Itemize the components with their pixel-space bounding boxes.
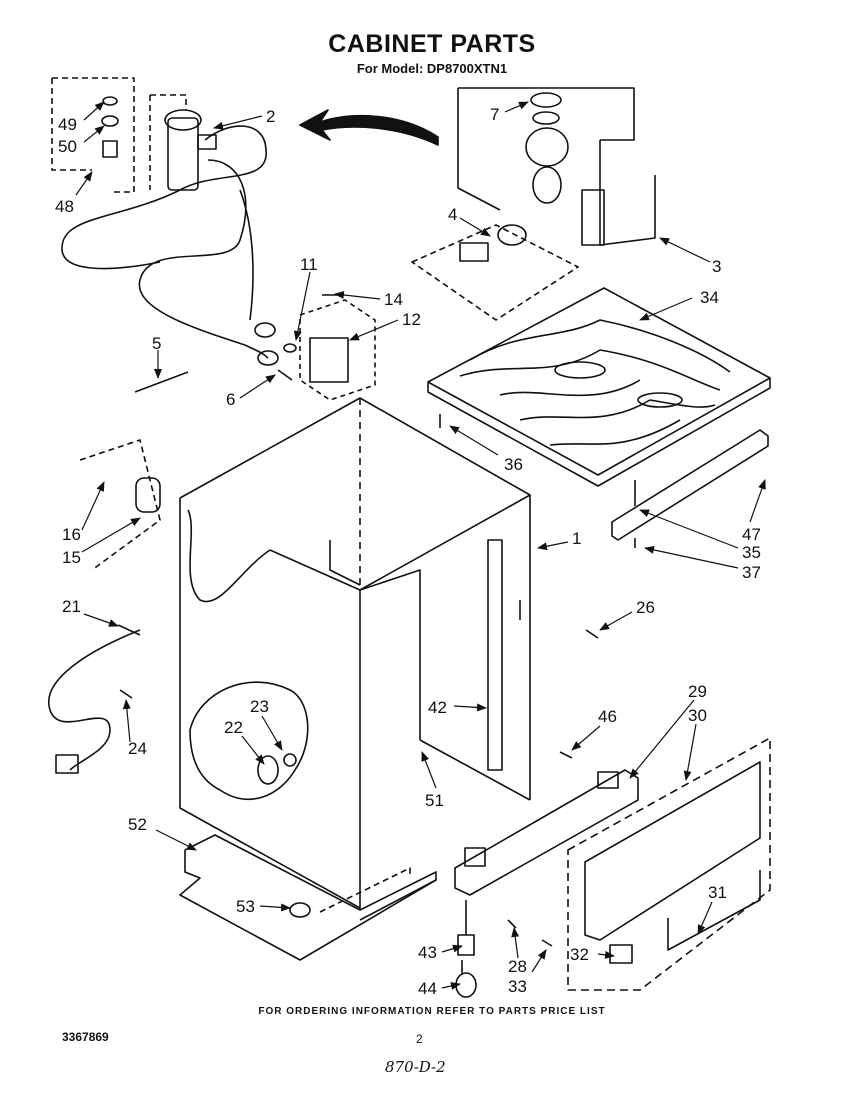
callout-52: 52 <box>128 815 147 834</box>
callout-34: 34 <box>700 288 719 307</box>
callout-42: 42 <box>428 698 447 717</box>
callout-11: 11 <box>300 255 318 274</box>
callout-32: 32 <box>570 945 589 964</box>
cabinet-base <box>179 834 437 961</box>
callout-43: 43 <box>418 943 437 962</box>
leveling-leg <box>455 900 477 998</box>
cabinet-frame <box>179 397 531 909</box>
callout-7: 7 <box>490 105 499 124</box>
callout-35: 35 <box>742 543 761 562</box>
clamp-screw <box>283 753 297 767</box>
tie-strap <box>134 371 189 393</box>
callout-labels: 49 50 48 2 7 4 3 11 14 12 34 5 6 36 16 1… <box>55 105 761 998</box>
callout-51: 51 <box>425 791 444 810</box>
callout-26: 26 <box>636 598 655 617</box>
callout-1: 1 <box>572 529 581 548</box>
document-number: 3367869 <box>62 1030 109 1044</box>
callout-36: 36 <box>504 455 523 474</box>
callout-21: 21 <box>62 597 81 616</box>
callout-2: 2 <box>266 107 275 126</box>
callout-5: 5 <box>152 334 161 353</box>
exploded-view-arrow <box>299 109 439 146</box>
callout-4: 4 <box>448 205 457 224</box>
front-rail <box>454 769 639 896</box>
callout-12: 12 <box>402 310 421 329</box>
callout-28: 28 <box>508 957 527 976</box>
callout-15: 15 <box>62 548 81 567</box>
toe-panel-inset <box>567 737 771 991</box>
junction-box <box>283 294 376 401</box>
callout-50: 50 <box>58 137 77 156</box>
handwritten-note: 870-D-2 <box>385 1058 446 1076</box>
callout-24: 24 <box>128 739 147 758</box>
hose-clamp <box>277 369 293 381</box>
callout-47: 47 <box>742 525 761 544</box>
side-trim <box>611 429 769 548</box>
power-cord-assembly <box>47 439 161 774</box>
screw-26 <box>585 629 599 639</box>
callout-3: 3 <box>712 257 721 276</box>
page-number: 2 <box>416 1032 423 1046</box>
callout-49: 49 <box>58 115 77 134</box>
fill-cap-inset <box>411 87 656 321</box>
cabinet-access-cutout <box>189 681 309 801</box>
callout-46: 46 <box>598 707 617 726</box>
callout-29: 29 <box>688 682 707 701</box>
filter-inset-box <box>51 77 135 193</box>
callout-31: 31 <box>708 883 727 902</box>
callout-14: 14 <box>384 290 403 309</box>
callout-37: 37 <box>742 563 761 582</box>
water-valve-assembly <box>61 94 279 366</box>
counter-top-panel <box>427 287 771 487</box>
callout-16: 16 <box>62 525 81 544</box>
model-subtitle: For Model: DP8700XTN1 <box>356 61 508 76</box>
drain-clamp <box>257 755 279 785</box>
callout-30: 30 <box>688 706 707 725</box>
leader-lines <box>75 101 766 990</box>
screw-28 <box>507 919 517 929</box>
callout-44: 44 <box>418 979 437 998</box>
screw-33 <box>541 939 553 947</box>
screw-24 <box>119 689 133 699</box>
callout-23: 23 <box>250 697 269 716</box>
page-title: CABINET PARTS <box>328 30 536 58</box>
callout-6: 6 <box>226 390 235 409</box>
screw-46 <box>559 751 573 759</box>
callout-53: 53 <box>236 897 255 916</box>
callout-33: 33 <box>508 977 527 996</box>
callout-48: 48 <box>55 197 74 216</box>
callout-22: 22 <box>224 718 243 737</box>
ordering-note: FOR ORDERING INFORMATION REFER TO PARTS … <box>258 1006 606 1017</box>
